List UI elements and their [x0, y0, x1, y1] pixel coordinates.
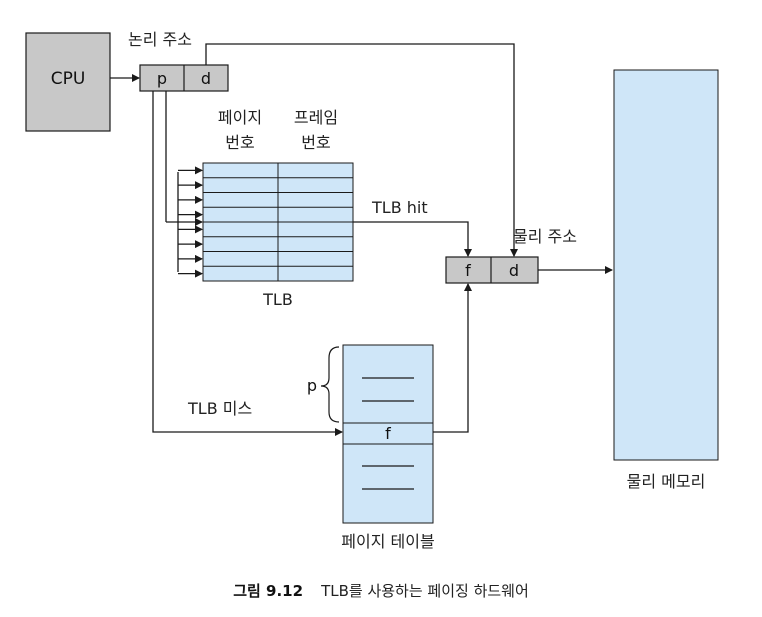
tlb-miss-label: TLB 미스	[187, 399, 252, 418]
tlb-label: TLB	[262, 290, 293, 309]
page-table-p: p	[307, 376, 317, 395]
page-table-to-physical-line	[433, 283, 472, 433]
tlb-hit-label: TLB hit	[371, 198, 428, 217]
caption-number: 그림 9.12	[233, 582, 303, 600]
page-number-header-2: 번호	[225, 133, 254, 152]
figure-caption: 그림 9.12 TLB를 사용하는 페이징 하드웨어	[233, 582, 529, 600]
caption-text: TLB를 사용하는 페이징 하드웨어	[320, 582, 529, 600]
logical-address-label: 논리 주소	[128, 30, 192, 49]
cpu-label: CPU	[51, 69, 86, 89]
page-table-label: 페이지 테이블	[341, 532, 434, 551]
d-offset-line	[205, 43, 518, 257]
physical-d: d	[509, 261, 519, 280]
tlb-table	[202, 162, 354, 282]
page-number-header-1: 페이지	[218, 108, 262, 127]
page-table-f: f	[385, 424, 391, 443]
tlb-miss-line	[152, 91, 343, 436]
physical-f: f	[465, 261, 471, 280]
frame-number-header-2: 번호	[301, 133, 330, 152]
physical-address-label: 물리 주소	[513, 227, 577, 246]
physical-memory	[613, 69, 719, 461]
logical-d: d	[201, 69, 211, 88]
page-table-brace	[320, 346, 340, 423]
physical-address-box	[445, 256, 539, 284]
cpu-box	[25, 32, 111, 132]
tlb-hit-line	[353, 221, 472, 257]
frame-number-header-1: 프레임	[294, 108, 338, 127]
logical-p: p	[157, 69, 167, 88]
tlb-compare-arrows	[178, 166, 203, 278]
physical-memory-label: 물리 메모리	[627, 472, 706, 491]
page-table-entry-f	[342, 422, 434, 445]
